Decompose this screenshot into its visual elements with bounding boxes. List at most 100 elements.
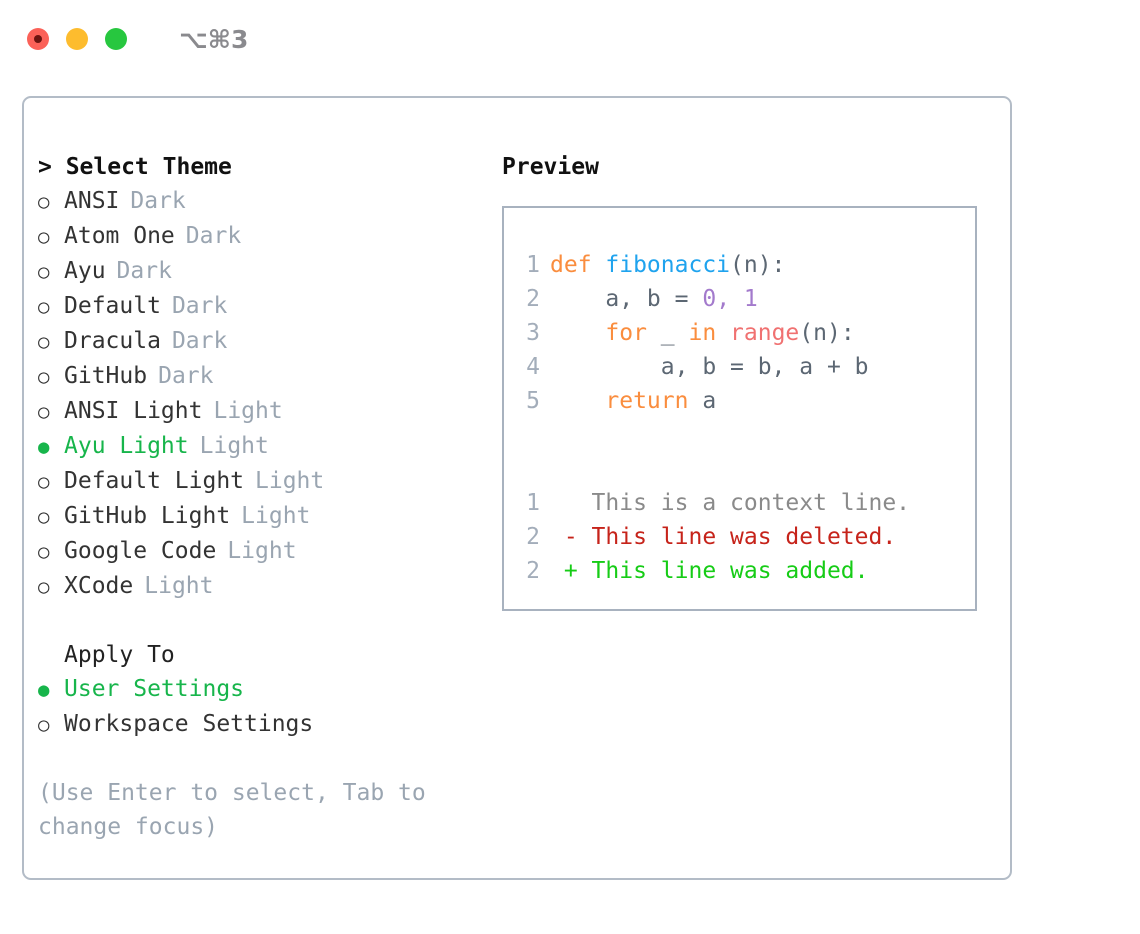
theme-option-label: Google Code	[64, 538, 217, 564]
theme-option-kind: Dark	[158, 363, 214, 389]
diff-line: 2 - This line was deleted.	[504, 520, 975, 554]
theme-option-label: Default Light	[64, 468, 245, 494]
theme-option-label: Default	[64, 293, 161, 319]
title-bar: ⌥⌘3	[0, 0, 1140, 78]
code-token-num: ,	[716, 286, 744, 312]
theme-option-kind: Dark	[185, 223, 242, 249]
theme-option-default[interactable]: ○ Default Dark	[38, 289, 498, 324]
theme-option-label: Ayu	[64, 258, 106, 284]
line-number: 3	[526, 320, 540, 346]
code-token-pln: a	[702, 388, 717, 414]
line-number: 2	[526, 524, 540, 550]
code-token-pln: a, b =	[550, 286, 703, 312]
code-token-pln: (n):	[799, 320, 855, 346]
radio-unselected-icon: ○	[38, 714, 50, 736]
theme-option-ayu[interactable]: ○ Ayu Dark	[38, 254, 498, 289]
line-number: 5	[526, 388, 540, 414]
code-line-text: return a	[550, 384, 716, 418]
theme-option-label: GitHub	[64, 363, 148, 389]
code-token-kw: in	[688, 320, 731, 346]
line-number: 2	[526, 558, 540, 584]
apply-to-option-workspace-settings[interactable]: ○ Workspace Settings	[38, 707, 498, 742]
minimize-window-button[interactable]	[66, 28, 88, 50]
radio-unselected-icon: ○	[38, 366, 50, 388]
theme-option-label: Dracula	[64, 328, 161, 354]
apply-to-option-label: User Settings	[64, 676, 245, 702]
maximize-window-button[interactable]	[105, 28, 127, 50]
theme-option-ansi[interactable]: ○ ANSI Dark	[38, 184, 498, 219]
code-token-kw: for	[550, 320, 661, 346]
window-controls	[27, 28, 127, 50]
code-token-num: 1	[743, 286, 758, 312]
select-theme-header: > Select Theme	[38, 154, 232, 180]
diff-line: 1 This is a context line.	[504, 486, 975, 520]
apply-to-option-user-settings[interactable]: ● User Settings	[38, 672, 498, 707]
radio-selected-icon: ●	[38, 436, 50, 458]
radio-unselected-icon: ○	[38, 296, 50, 318]
diff-line: 2 + This line was added.	[504, 554, 975, 588]
theme-option-kind: Light	[241, 503, 311, 529]
radio-unselected-icon: ○	[38, 261, 50, 283]
code-token-num: 0	[702, 286, 717, 312]
radio-unselected-icon: ○	[38, 401, 50, 423]
line-number: 1	[526, 490, 540, 516]
radio-unselected-icon: ○	[38, 331, 50, 353]
code-line: 4 a, b = b, a + b	[504, 350, 975, 384]
code-token-kw: def	[550, 252, 606, 278]
code-line-text: def fibonacci(n):	[550, 248, 785, 282]
theme-option-kind: Dark	[116, 258, 172, 284]
diff-sample: 1 This is a context line.2 - This line w…	[504, 486, 975, 588]
line-number: 2	[526, 286, 540, 312]
code-line: 5 return a	[504, 384, 975, 418]
code-line-text: a, b = 0, 1	[550, 282, 758, 316]
theme-option-label: ANSI Light	[64, 398, 203, 424]
keyboard-hint-text: (Use Enter to select, Tab to change focu…	[38, 780, 440, 840]
radio-selected-icon: ●	[38, 679, 50, 701]
theme-option-label: Atom One	[64, 223, 175, 249]
radio-unselected-icon: ○	[38, 471, 50, 493]
section-spacer	[38, 604, 498, 638]
code-token-fn: fibonacci	[605, 252, 731, 278]
code-line: 1 def fibonacci(n):	[504, 248, 975, 282]
theme-option-dracula[interactable]: ○ Dracula Dark	[38, 324, 498, 359]
code-token-fn2: range	[730, 320, 800, 346]
diff-line-text: - This line was deleted.	[550, 524, 897, 550]
code-token-pln: a, b = b, a + b	[550, 354, 869, 380]
theme-option-label: ANSI	[64, 188, 120, 214]
theme-option-kind: Light	[255, 468, 325, 494]
code-line-text: a, b = b, a + b	[550, 350, 869, 384]
theme-option-kind: Dark	[171, 328, 228, 354]
theme-option-xcode[interactable]: ○ XCode Light	[38, 569, 498, 604]
theme-option-kind: Light	[199, 433, 269, 459]
theme-option-kind: Dark	[130, 188, 186, 214]
radio-unselected-icon: ○	[38, 576, 50, 598]
theme-option-kind: Dark	[171, 293, 228, 319]
theme-option-label: GitHub Light	[64, 503, 231, 529]
apply-to-option-label: Workspace Settings	[64, 711, 314, 737]
line-number: 1	[526, 252, 540, 278]
code-diff-spacer	[504, 418, 975, 452]
radio-unselected-icon: ○	[38, 541, 50, 563]
line-number: 4	[526, 354, 540, 380]
code-token-pln: (n):	[730, 252, 786, 278]
radio-unselected-icon: ○	[38, 191, 50, 213]
theme-option-github[interactable]: ○ GitHub Dark	[38, 359, 498, 394]
diff-line-text: This is a context line.	[550, 490, 911, 516]
diff-line-text: + This line was added.	[550, 558, 869, 584]
theme-option-label: XCode	[64, 573, 134, 599]
code-token-kw: return	[550, 388, 703, 414]
close-window-button[interactable]	[27, 28, 49, 50]
theme-option-kind: Light	[144, 573, 214, 599]
theme-option-default-light[interactable]: ○ Default Light Light	[38, 464, 498, 499]
apply-to-header: Apply To	[64, 642, 175, 668]
preview-header: Preview	[502, 154, 599, 180]
